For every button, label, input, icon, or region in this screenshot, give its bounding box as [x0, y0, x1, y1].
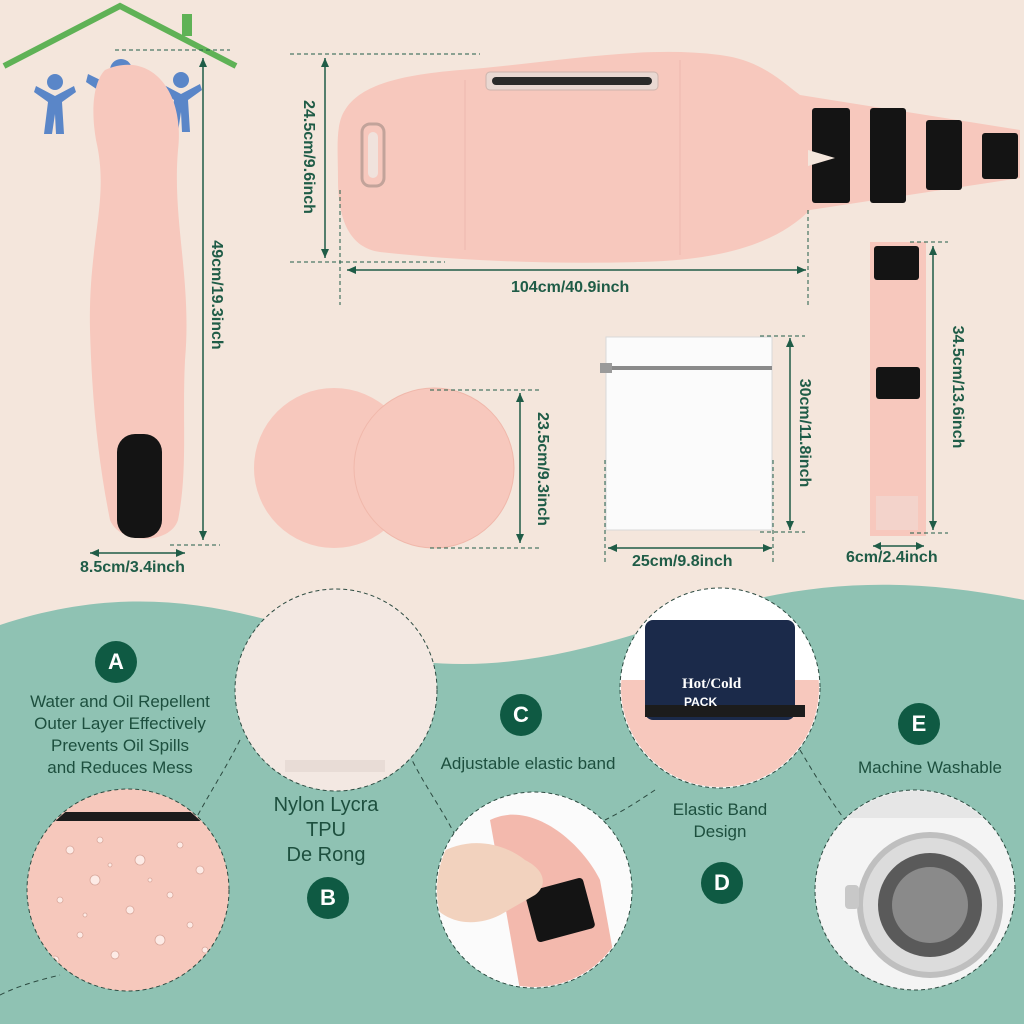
feature-a-badge: A [95, 641, 137, 683]
extender-strap [870, 242, 926, 536]
feature-b-badge: B [307, 877, 349, 919]
feature-c-text: Adjustable elastic band [440, 754, 616, 773]
feature-a-text: Water and Oil Repellent Outer Layer Effe… [30, 692, 210, 777]
water-repellent-detail-circle [26, 788, 230, 992]
feature-e-text: Machine Washable [858, 758, 1002, 777]
elastic-band-detail-circle [435, 791, 633, 989]
pad-diameter-label: 23.5cm/9.3inch [534, 412, 551, 526]
dimension-lines [90, 58, 934, 554]
feature-e-badge: E [898, 703, 940, 745]
pack-title: Hot/Cold [682, 676, 742, 692]
main-belt [337, 51, 1020, 263]
dimension-arrowheads [90, 58, 937, 557]
fabric-detail-circle [234, 588, 438, 792]
strap-length-label: 49cm/19.3inch [208, 240, 225, 350]
long-strap [89, 64, 187, 539]
pack-subtitle: PACK [684, 695, 718, 709]
belt-length-label: 104cm/40.9inch [511, 279, 630, 296]
extender-length-label: 34.5cm/13.6inch [949, 325, 966, 449]
dimension-guides [115, 49, 948, 565]
extender-width-label: 6cm/2.4inch [846, 549, 938, 566]
bag-height-label: 30cm/11.8inch [796, 378, 813, 488]
feature-d-badge: D [701, 862, 743, 904]
belt-height-label: 24.5cm/9.6inch [300, 100, 317, 214]
gel-pads [254, 387, 515, 549]
laundry-bag [600, 336, 773, 531]
feature-d-text: Elastic Band Design [672, 800, 768, 841]
feature-c-badge: C [500, 694, 542, 736]
strap-width-label: 8.5cm/3.4inch [80, 559, 185, 576]
bag-width-label: 25cm/9.8inch [632, 553, 733, 570]
washing-machine-detail-circle [814, 789, 1016, 991]
materials-list: Nylon Lycra TPU De Rong [273, 794, 379, 866]
hot-cold-pack-detail-circle [619, 587, 821, 789]
